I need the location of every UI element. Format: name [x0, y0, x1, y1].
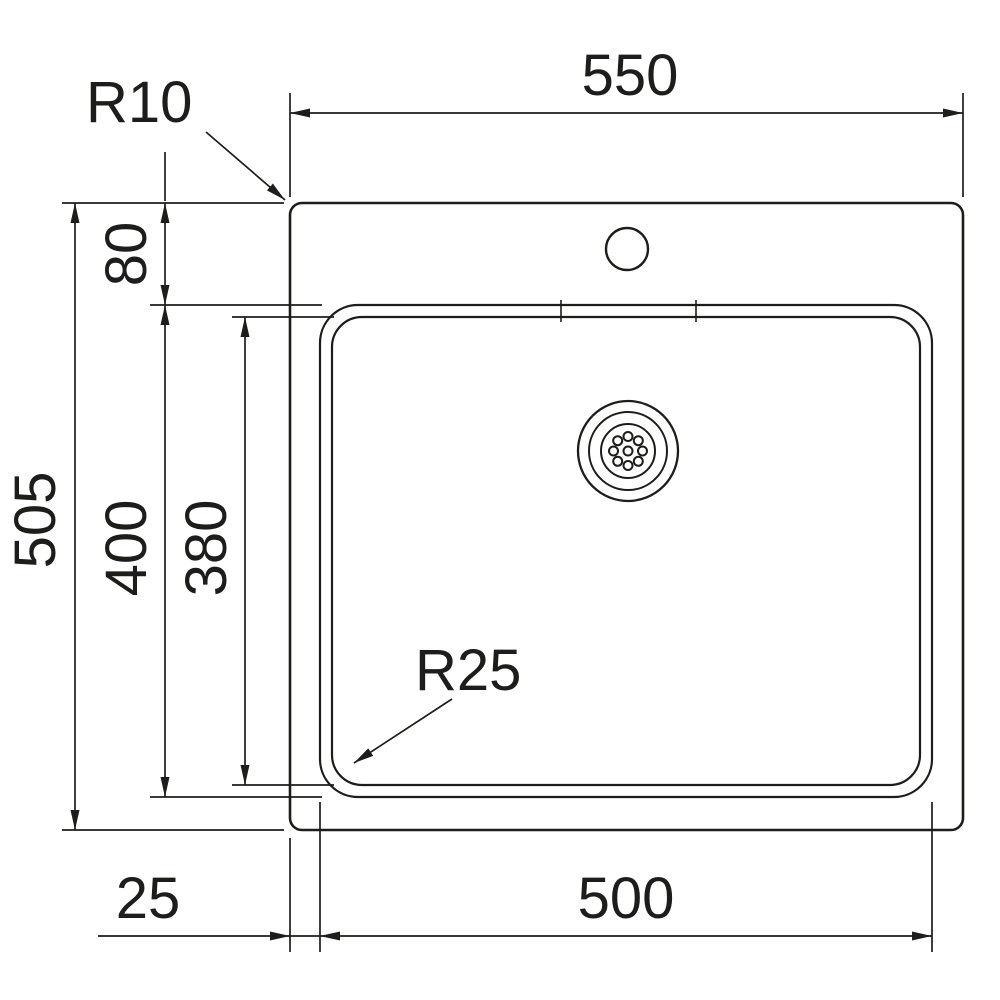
- drain-ring-outer: [576, 399, 680, 503]
- bowl-rim-outer: [318, 303, 934, 799]
- bowl-depth-outer-label: 400: [94, 500, 159, 597]
- callout-bowl-corner-radius: [353, 698, 453, 764]
- sink-outer-edge: [288, 201, 965, 832]
- drain-hole: [632, 435, 644, 447]
- drain-hole-center: [622, 445, 634, 457]
- drain-ring-mid: [588, 411, 668, 491]
- drain-hole: [622, 431, 634, 442]
- edge-offset-label: 25: [116, 866, 181, 931]
- leader-line: [205, 131, 286, 201]
- leader-line: [353, 698, 453, 764]
- drain-hole: [632, 455, 644, 467]
- drain-hole: [637, 445, 648, 457]
- bowl-outline: [318, 300, 934, 799]
- dim-bowl-width: [319, 802, 933, 952]
- dim-bowl-depth-inner: [232, 316, 334, 786]
- dim-overall-width: [289, 93, 964, 197]
- bowl-width-label: 500: [578, 866, 675, 931]
- dim-edge-offset: [98, 838, 320, 952]
- bowl-corner-radius-label: R25: [415, 638, 521, 703]
- deck-offset-label: 80: [94, 222, 159, 287]
- callout-corner-radius-outer: [205, 131, 286, 201]
- drain-hole: [612, 435, 624, 447]
- drain-ring-inner: [600, 423, 656, 479]
- drain-strainer: [576, 399, 680, 503]
- corner-radius-outer-label: R10: [86, 70, 192, 135]
- overall-width-label: 550: [582, 43, 679, 108]
- dim-overall-depth: [62, 202, 284, 831]
- sink-body-outline: [288, 201, 965, 832]
- drain-hole: [612, 455, 624, 467]
- dim-bowl-depth-outer: [150, 304, 322, 798]
- overall-depth-label: 505: [3, 472, 68, 569]
- bowl-depth-inner-label: 380: [174, 500, 239, 597]
- drain-hole: [622, 460, 634, 471]
- drain-hole: [608, 445, 619, 457]
- bowl-rim-inner: [330, 315, 922, 787]
- faucet-hole: [604, 226, 650, 272]
